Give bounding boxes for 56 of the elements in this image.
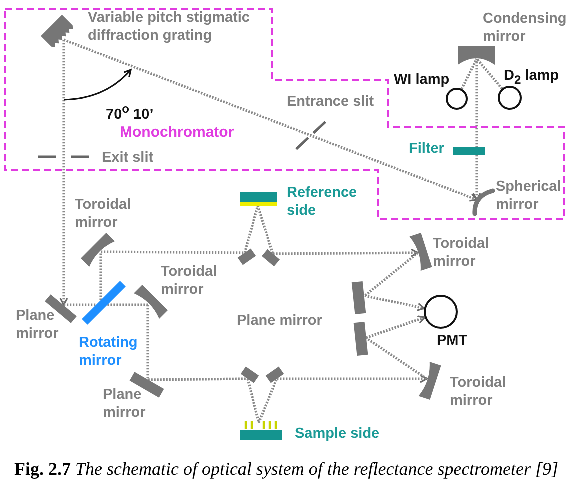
part-label: D$_{2}$ lamp	[504, 67, 560, 89]
figure-caption: Fig. 2.7 The schematic of optical system of the reflectance spectrometer [9]	[13, 458, 560, 480]
light-ray	[60, 40, 68, 306]
toroidal-mirror-symbol	[418, 361, 442, 401]
part-label: Spherical mirror	[496, 178, 562, 214]
part-label: PMT	[437, 332, 468, 350]
part-label: Toroidal mirror	[433, 235, 490, 271]
light-ray	[366, 337, 428, 380]
detector-symbol	[423, 294, 459, 330]
concave-mirror-symbol	[472, 188, 496, 217]
toroidal-mirror-symbol	[409, 232, 433, 272]
diffraction-grating-symbol	[40, 14, 76, 50]
light-ray	[246, 378, 260, 424]
part-label: Toroidal mirror	[75, 196, 132, 232]
part-label: Plane mirror	[16, 307, 59, 343]
light-ray	[64, 38, 478, 202]
part-label: Sample side	[295, 425, 380, 443]
light-ray	[64, 304, 96, 306]
lamp-symbol	[497, 85, 523, 111]
part-label: Entrance slit	[287, 93, 374, 111]
light-ray	[273, 248, 419, 258]
light-ray	[364, 252, 419, 297]
part-label: Rotating mirror	[79, 334, 138, 370]
light-ray	[364, 294, 426, 312]
light-ray	[244, 206, 260, 254]
angle-label: 70$^{o}$ 10’	[106, 101, 154, 124]
light-ray	[277, 374, 428, 384]
plane-mirror-symbol	[351, 281, 367, 315]
part-label: Plane mirror	[103, 386, 146, 422]
plane-mirror-symbol	[353, 321, 369, 357]
light-ray	[256, 206, 274, 254]
part-label: Toroidal mirror	[161, 263, 218, 299]
sample-symbol	[239, 420, 283, 441]
part-label: Exit slit	[102, 149, 154, 167]
part-label: Toroidal mirror	[450, 374, 506, 410]
light-ray	[148, 378, 248, 382]
light-ray	[146, 305, 150, 380]
concave-mirror-symbol	[457, 45, 496, 66]
light-ray	[472, 59, 482, 201]
part-label: Reference side	[287, 184, 358, 220]
part-label: Filter	[409, 140, 444, 158]
light-ray	[101, 250, 245, 254]
light-ray	[100, 252, 102, 300]
light-ray	[476, 58, 504, 90]
part-label: Plane mirror	[237, 312, 322, 330]
light-ray	[460, 58, 478, 90]
lamp-symbol	[445, 87, 469, 111]
toroidal-mirror-symbol	[80, 232, 116, 268]
part-label: WI lamp	[394, 71, 450, 89]
reference-sample-symbol	[239, 191, 278, 207]
region-label: Monochromator	[120, 124, 234, 142]
light-ray	[366, 316, 426, 340]
light-ray	[108, 304, 148, 306]
part-label: Condensing mirror	[483, 10, 567, 46]
light-ray	[258, 378, 278, 424]
part-label: Variable pitch stigmatic diffraction grating	[88, 9, 251, 45]
